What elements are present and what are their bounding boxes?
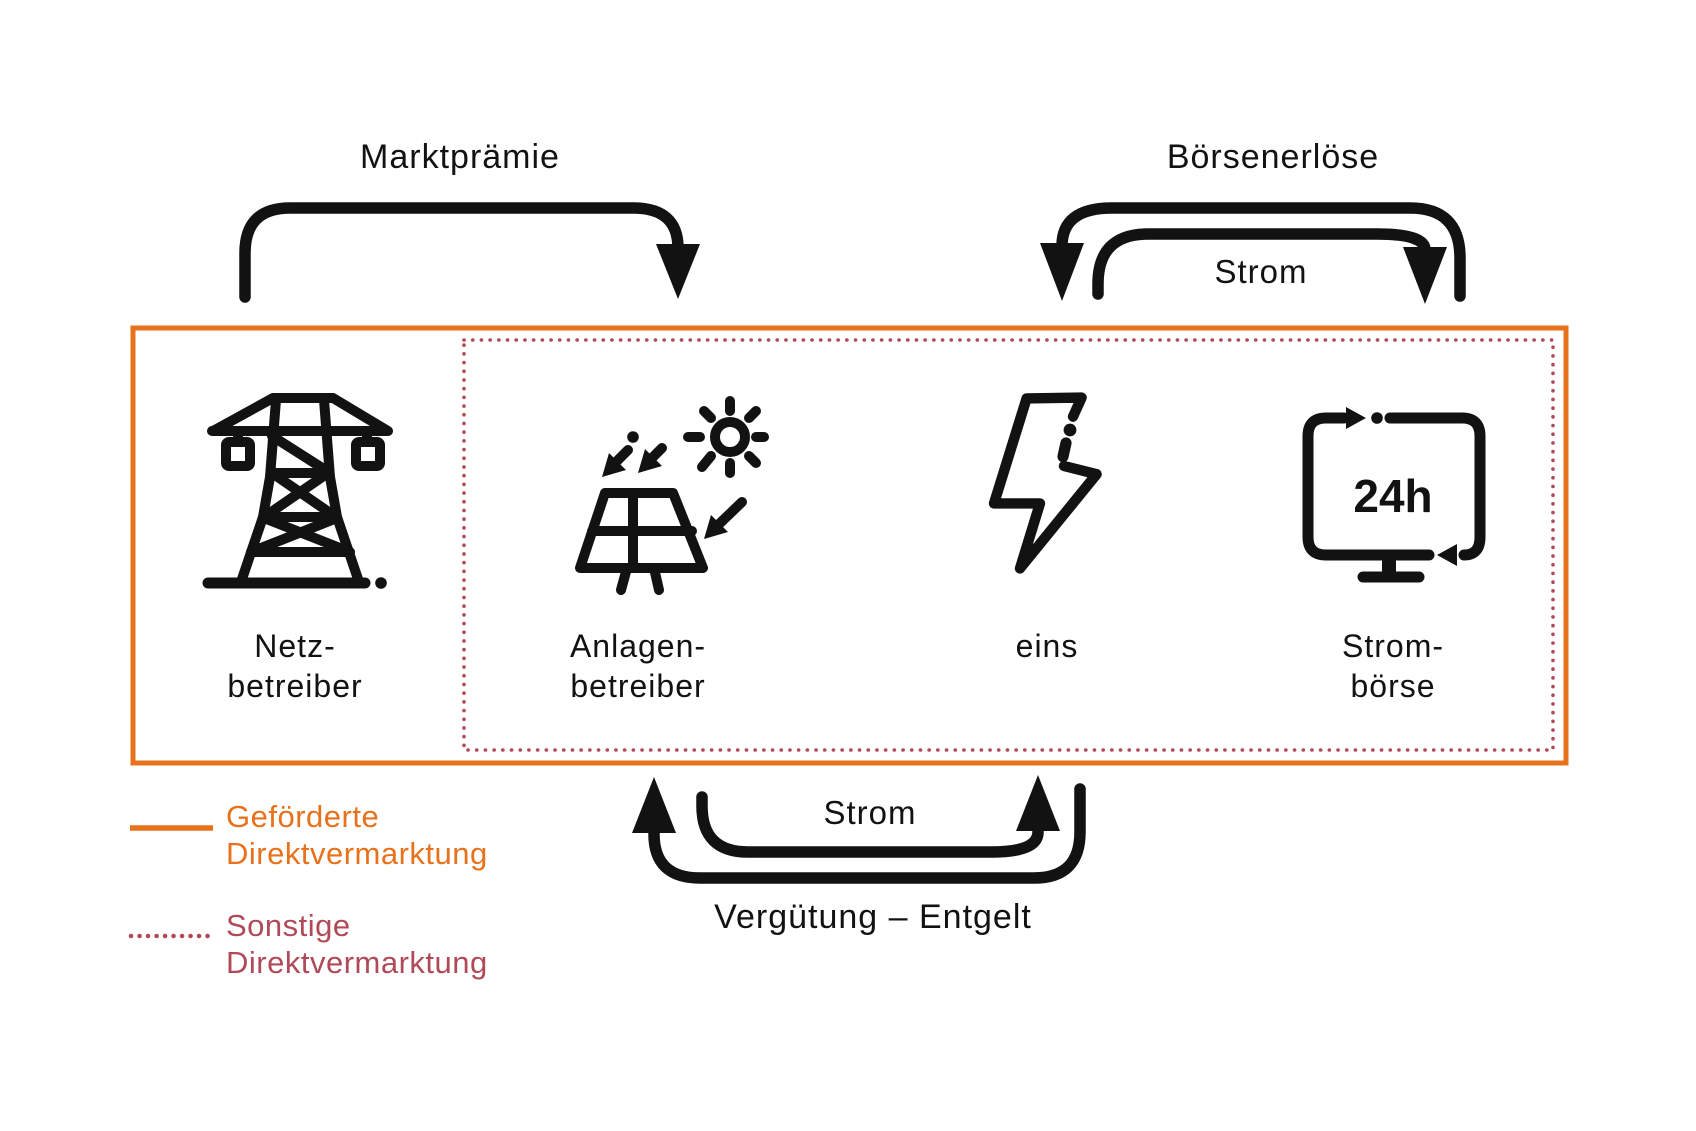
netzbetreiber-label-line1: Netz- — [254, 628, 336, 664]
anlagenbetreiber-label-line2: betreiber — [570, 668, 706, 704]
cycle-arrow-left — [1437, 544, 1457, 566]
i-dot — [1063, 423, 1077, 437]
stromboerse-label: Strom- börse — [1342, 626, 1444, 706]
boersenerloese-label: Börsenerlöse — [1166, 138, 1380, 176]
cycle-arrow-right — [1346, 407, 1366, 429]
netzbetreiber-label-line2: betreiber — [227, 668, 363, 704]
eins-label: eins — [1015, 628, 1079, 664]
solar-panel-sun-icon — [575, 396, 769, 595]
marktpraemie-arrow — [239, 202, 700, 303]
anlagenbetreiber-label: Anlagen- betreiber — [570, 626, 706, 706]
verguetung-entgelt-label: Vergütung – Entgelt — [714, 898, 1032, 936]
legend-item-sonstige: Sonstige Direktvermarktung — [226, 907, 488, 981]
anlagenbetreiber-label-line1: Anlagen- — [569, 628, 707, 664]
stromboerse-label-line1: Strom- — [1342, 628, 1444, 664]
legend-gefoerderte-line2: Direktvermarktung — [226, 836, 488, 871]
transmission-tower-icon — [202, 393, 393, 589]
stock-exchange-24h-icon: 24h — [1302, 407, 1486, 583]
netzbetreiber-label: Netz- betreiber — [227, 626, 362, 706]
icon-24h-text: 24h — [1353, 470, 1432, 522]
strom-bottom-label: Strom — [823, 794, 917, 831]
lightning-bolt-icon — [988, 392, 1102, 574]
legend-sonstige-line2: Direktvermarktung — [226, 945, 488, 980]
legend-item-gefoerderte: Geförderte Direktvermarktung — [226, 798, 488, 872]
legend-gefoerderte-line1: Geförderte — [226, 799, 380, 834]
sun-ray-dot — [627, 431, 639, 443]
strom-top-label: Strom — [1214, 253, 1308, 290]
marktpraemie-label: Marktprämie — [360, 138, 560, 176]
stromboerse-label-line2: börse — [1350, 668, 1436, 704]
legend-sonstige-line1: Sonstige — [226, 908, 351, 943]
